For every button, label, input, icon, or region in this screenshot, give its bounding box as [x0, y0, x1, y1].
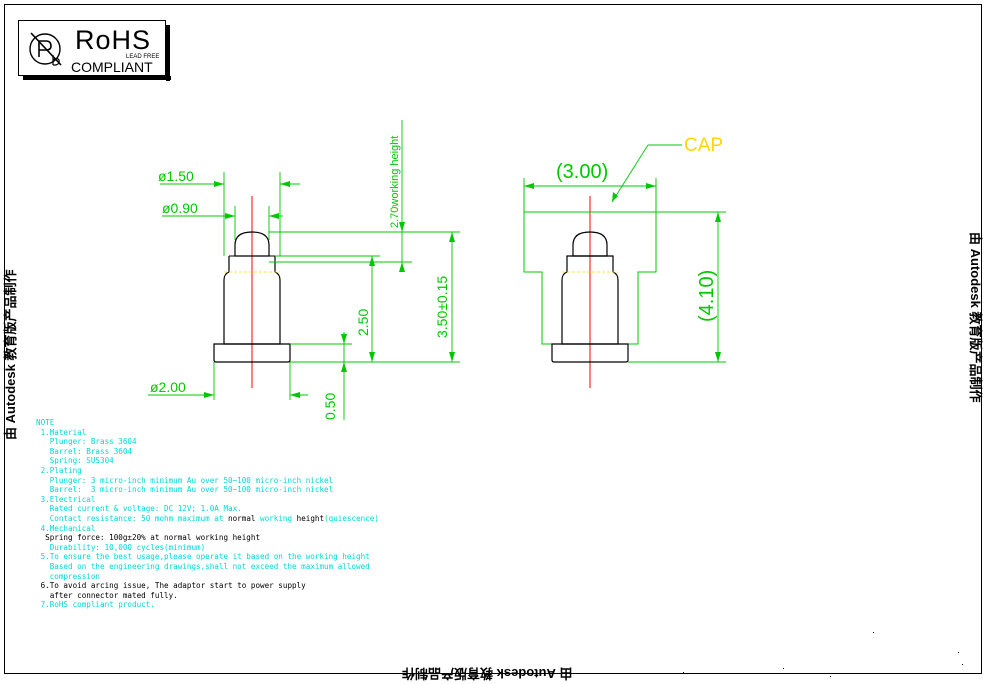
rohs-badge: RoHS LEAD FREE COMPLIANT — [18, 20, 171, 81]
cap-label: CAP — [684, 135, 723, 156]
dim-cap-height: (4.10) — [696, 270, 718, 322]
rohs-shadow-right — [166, 25, 170, 81]
note-line: Rated current & voltage: DC 12V; 1.0A Ma… — [36, 504, 242, 514]
note-line: 4.Mechanical — [36, 523, 96, 533]
dim-350: 3.50±0.15 — [434, 276, 450, 338]
note-line: 2.Plating — [36, 465, 82, 475]
notes-heading: NOTE — [36, 418, 55, 427]
drawing-border — [4, 4, 982, 674]
note-line: 6.To avoid arcing issue, The adaptor sta… — [36, 581, 306, 591]
note-word: height — [296, 513, 325, 523]
note-line: 7.RoHS compliant product. — [36, 600, 155, 610]
note-word: working — [255, 513, 297, 523]
note-line: Based on the engineering drawings,shall … — [36, 561, 370, 571]
note-line: 5.To ensure the best usage,please operat… — [36, 552, 370, 562]
note-line: Contact resistance: 50 mohm maximum at — [36, 513, 229, 523]
dim-250: 2.50 — [355, 309, 371, 336]
note-word: normal — [228, 513, 256, 523]
pin-side-view: ø1.50 ø0.90 ø2.00 2.70working height 2.5… — [148, 120, 460, 420]
note-line: Plunger: Brass 3604 — [36, 437, 137, 447]
rohs-compliant: COMPLIANT — [71, 59, 153, 75]
dim-diameter-200: ø2.00 — [150, 379, 186, 395]
cap-view-flange — [551, 343, 629, 363]
pin-with-cap-view: (3.00) CAP (4.10) — [523, 135, 726, 388]
note-word: (quiescence) — [324, 513, 379, 523]
rohs-lead-free: LEAD FREE — [126, 54, 160, 60]
dim-working-height: 2.70working height — [389, 136, 401, 228]
cap-view-plunger — [572, 231, 608, 257]
note-line: Plunger: 3 micro-inch minimum Au over 50… — [36, 475, 334, 485]
dim-050: 0.50 — [322, 393, 338, 420]
rohs-title: RoHS — [75, 25, 152, 55]
note-line: 1.Material — [36, 427, 87, 437]
dim-diameter-150: ø1.50 — [158, 168, 194, 184]
note-line: compression — [36, 571, 101, 581]
note-line: Spring force: 100g±20% at normal working… — [36, 533, 261, 543]
rohs-shadow-bottom — [23, 76, 171, 80]
note-line: Spring: SUS304 — [36, 456, 114, 466]
rohs-pb-icon — [29, 32, 62, 66]
note-line: Barrel: 3 micro-inch minimum Au over 50~… — [36, 485, 334, 495]
note-line: Durability: 10,000 cycles(minimum) — [36, 542, 206, 552]
note-line: 3.Electrical — [36, 494, 96, 504]
note-line: Barrel: Brass 3604 — [36, 446, 133, 456]
notes-block: NOTE 1.Material Plunger: Brass 3604 Barr… — [36, 418, 379, 610]
note-line: after connector mated fully. — [36, 590, 178, 600]
dim-cap-width: (3.00) — [556, 161, 608, 183]
plunger-tip — [234, 231, 270, 257]
pin-flange — [213, 343, 291, 363]
dim-diameter-090: ø0.90 — [162, 200, 198, 216]
